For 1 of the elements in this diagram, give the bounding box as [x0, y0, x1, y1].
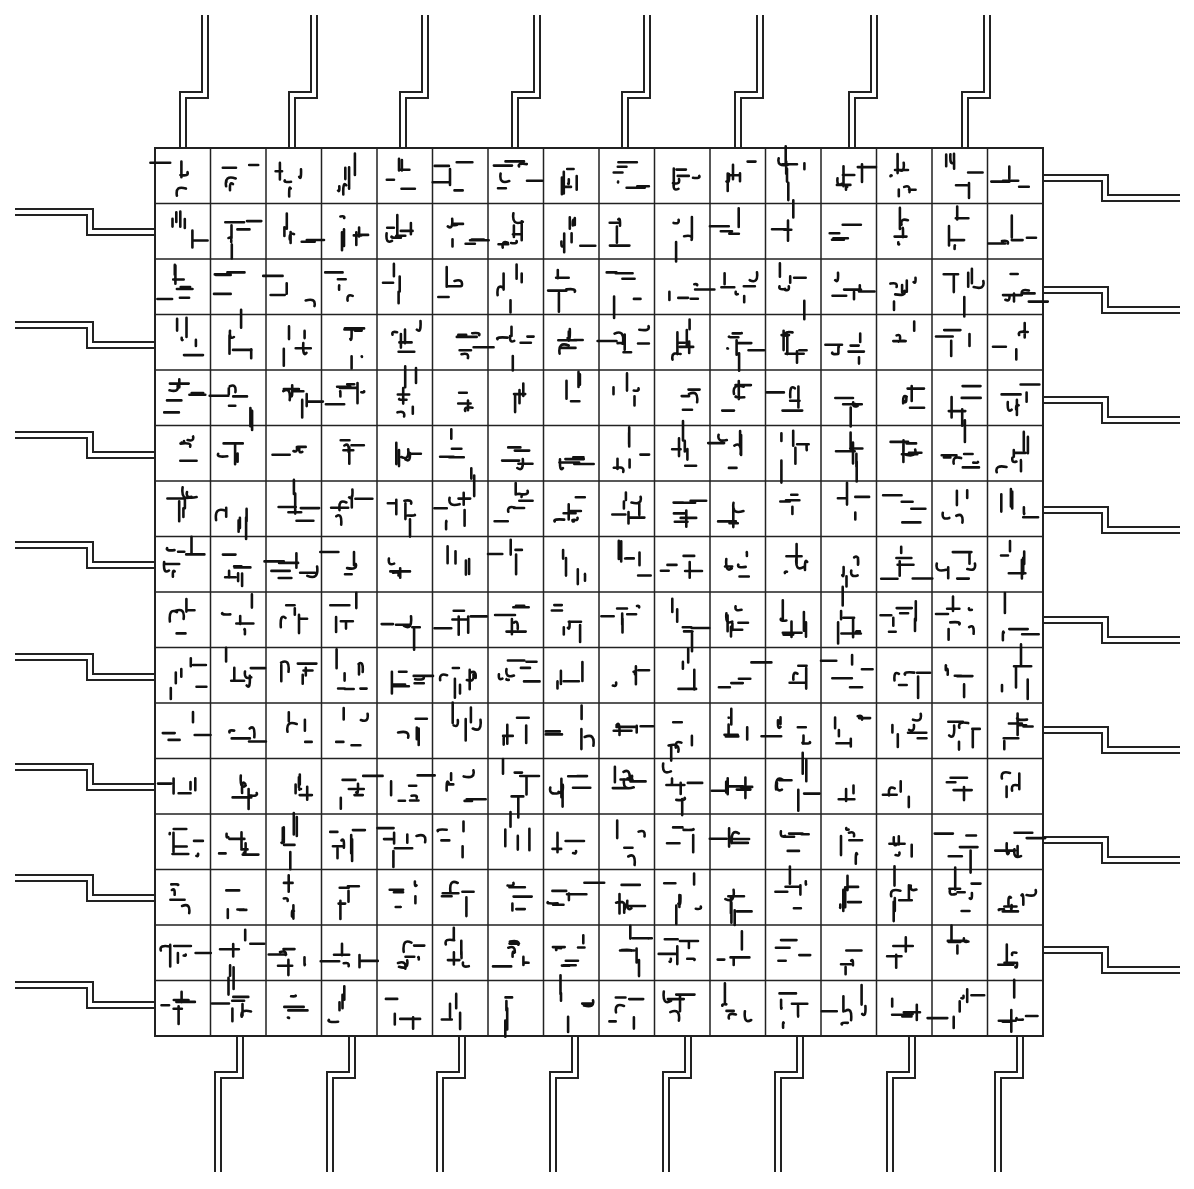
writing-frame-drawing [15, 15, 1180, 1172]
